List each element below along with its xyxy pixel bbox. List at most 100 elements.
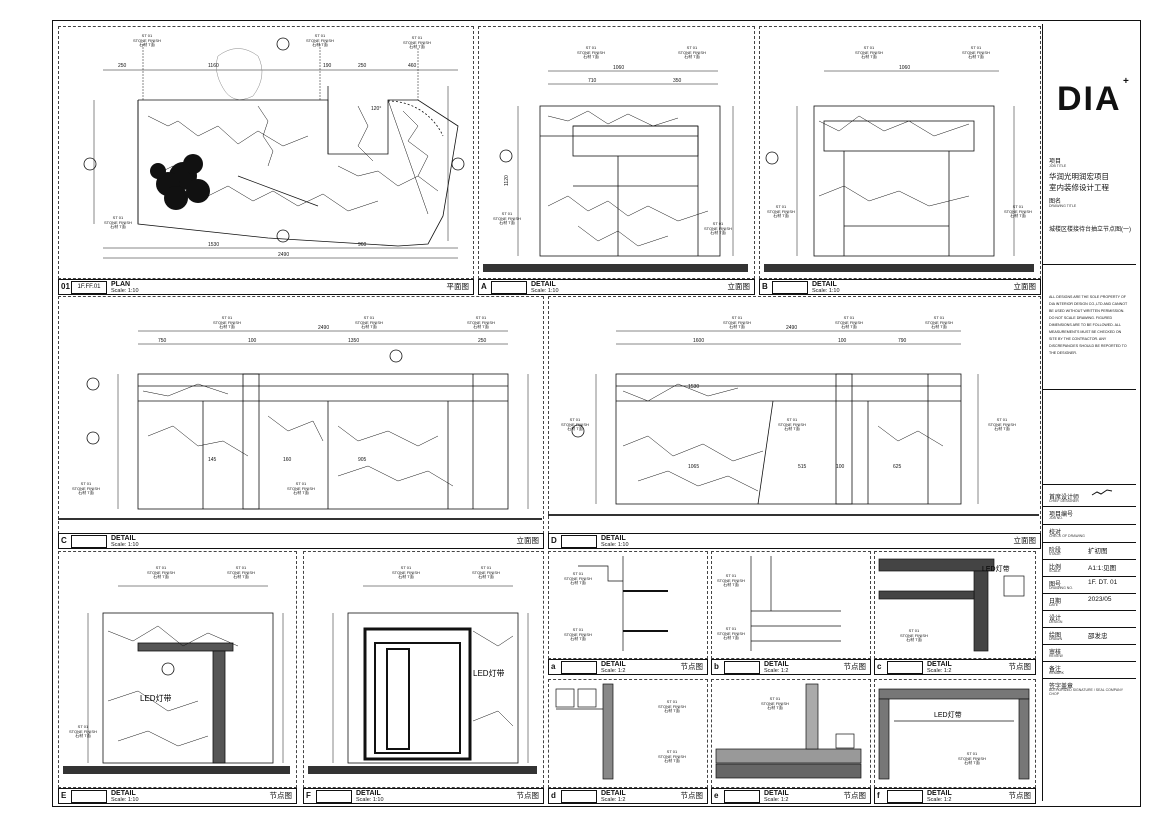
material-tag: ST 01 STONE FINISH 石材 T面 — [958, 751, 986, 766]
caption-cn: 节点图 — [680, 662, 704, 671]
material-tag: ST 01 STONE FINISH 石材 T面 — [988, 417, 1016, 432]
material-tag: ST 01 STONE FINISH 石材 T面 — [392, 565, 420, 580]
material-tag: ST 01 STONE FINISH 石材 T面 — [778, 417, 806, 432]
material-tag-code: ST 01 — [970, 45, 982, 50]
material-tag-code: ST 01 — [400, 565, 412, 570]
panel-detail-f-small — [874, 679, 1036, 788]
panel-elevation-a — [478, 26, 755, 279]
caption-scale: Scale: 1:10 — [111, 288, 139, 294]
drawing-name: 城楼区楼接待台抽立节点图(一) — [1049, 227, 1131, 233]
plan-dim-bottom-2: 960 — [358, 242, 367, 248]
elev-c-mid-2: 160 — [283, 457, 292, 463]
caption-detail-c: c DETAIL Scale: 1:2 节点图 — [874, 659, 1036, 675]
material-tag-cn: 石材 T面 — [684, 54, 700, 59]
material-tag-cn: 石材 T面 — [361, 324, 377, 329]
elev-c-dim-1: 750 — [158, 338, 167, 344]
caption-title: DETAIL — [111, 790, 136, 797]
material-tag-en: STONE FINISH — [564, 631, 592, 637]
material-tag-en: STONE FINISH — [564, 575, 592, 581]
caption-title: DETAIL — [764, 661, 789, 668]
material-tag-en: STONE FINISH — [761, 700, 789, 706]
caption-scale: Scale: 1:10 — [601, 542, 629, 548]
plan-dim-bottom-1: 1530 — [208, 242, 219, 248]
plan-drawing: 250 1160 190 250 460 1530 960 2490 120° — [83, 37, 465, 259]
elev-d-dim-1: 1600 — [693, 338, 704, 344]
caption-code — [724, 790, 760, 803]
elevation-a-drawing: 1060 710 350 1120 — [483, 65, 748, 272]
material-tag: ST 01 STONE FINISH 石材 T面 — [962, 45, 990, 60]
caption-detail-e-small: e DETAIL Scale: 1:2 节点图 — [711, 788, 871, 804]
material-tag-en: STONE FINISH — [467, 319, 495, 325]
material-tag-cn: 石材 T面 — [567, 426, 583, 431]
caption-title: DETAIL — [531, 281, 556, 288]
panel-detail-c — [874, 551, 1036, 659]
material-tag-en: STONE FINISH — [287, 485, 315, 491]
elev-c-mid-1: 145 — [208, 457, 217, 463]
caption-title: PLAN — [111, 281, 131, 288]
material-tag: ST 01 STONE FINISH 石材 T面 — [658, 699, 686, 714]
material-tag: ST 01 STONE FINISH 石材 T面 — [717, 626, 745, 641]
material-tag-code: ST 01 — [966, 751, 978, 756]
material-tag-code: ST 01 — [141, 33, 153, 38]
material-tag: ST 01 STONE FINISH 石材 T面 — [133, 33, 161, 48]
caption-code — [887, 661, 923, 674]
material-tag-code: ST 01 — [363, 315, 375, 320]
detail-f-small-drawing: LED灯带 — [878, 688, 1030, 780]
material-tag-en: STONE FINISH — [72, 485, 100, 491]
material-tag-cn: 石材 T面 — [409, 44, 425, 49]
elev-a-dim-3: 350 — [673, 78, 682, 84]
caption-cn: 立面图 — [516, 536, 540, 545]
material-tag-code: ST 01 — [585, 45, 597, 50]
caption-cn: 节点图 — [516, 791, 540, 800]
drawn-label: 绘图 — [1049, 633, 1062, 639]
caption-code — [772, 281, 808, 294]
drawn-value: 邵发忠 — [1088, 633, 1108, 640]
material-tag-cn: 石材 T面 — [478, 574, 494, 579]
elev-c-total: 2490 — [318, 325, 329, 331]
material-tag-cn: 石材 T面 — [723, 635, 739, 640]
plan-dim-2: 1160 — [208, 63, 219, 69]
material-tag-en: STONE FINISH — [717, 630, 745, 636]
elevation-c-drawing: 2490 750 100 1350 250 145 160 905 — [58, 325, 542, 520]
remark-label: 备注 — [1049, 667, 1062, 673]
caption-letter: E — [61, 791, 67, 800]
material-tag-en: STONE FINISH — [958, 755, 986, 761]
material-tag-en: STONE FINISH — [403, 39, 431, 45]
detail-c-led-label: LED灯带 — [982, 564, 1010, 573]
caption-cn: 立面图 — [1013, 536, 1037, 545]
detail-e-small-drawing — [715, 683, 862, 779]
material-tag-cn: 石材 T面 — [964, 760, 980, 765]
caption-title: DETAIL — [927, 790, 952, 797]
caption-letter: D — [551, 536, 557, 545]
caption-cn: 平面图 — [446, 282, 470, 291]
panel-plan — [58, 26, 474, 279]
check-label: 校对 — [1049, 530, 1062, 536]
material-tag: ST 01 STONE FINISH 石材 T面 — [355, 315, 383, 330]
caption-title: DETAIL — [111, 535, 136, 542]
material-tag: ST 01 STONE FINISH 石材 T面 — [493, 211, 521, 226]
material-tag: ST 01 STONE FINISH 石材 T面 — [761, 696, 789, 711]
material-tag: ST 01 STONE FINISH 石材 T面 — [835, 315, 863, 330]
drawing-no-value: 1F. DT. 01 — [1088, 579, 1118, 586]
check-label-en: CHECK OF DRAWING — [1049, 534, 1085, 538]
caption-title: DETAIL — [927, 661, 952, 668]
material-tag-code: ST 01 — [686, 45, 698, 50]
date-value: 2023/05 — [1088, 596, 1112, 603]
material-tag: ST 01 STONE FINISH 石材 T面 — [467, 315, 495, 330]
material-tag-en: STONE FINISH — [472, 569, 500, 575]
elev-c-dim-2: 100 — [248, 338, 257, 344]
caption-title: DETAIL — [812, 281, 837, 288]
caption-cn: 立面图 — [727, 282, 751, 291]
detail-a-drawing — [578, 556, 668, 651]
caption-cn: 立面图 — [1013, 282, 1037, 291]
panel-detail-b — [711, 551, 871, 659]
material-tag-cn: 石材 T面 — [398, 574, 414, 579]
caption-detail-f-small: f DETAIL Scale: 1:2 节点图 — [874, 788, 1036, 804]
material-tag-code: ST 01 — [221, 315, 233, 320]
stage-label: 阶段 — [1049, 548, 1062, 554]
material-tag-cn: 石材 T面 — [75, 733, 91, 738]
plan-dim-total: 2490 — [278, 252, 289, 258]
material-tag-code: ST 01 — [843, 315, 855, 320]
caption-code — [887, 790, 923, 803]
material-tag: ST 01 STONE FINISH 石材 T面 — [767, 204, 795, 219]
